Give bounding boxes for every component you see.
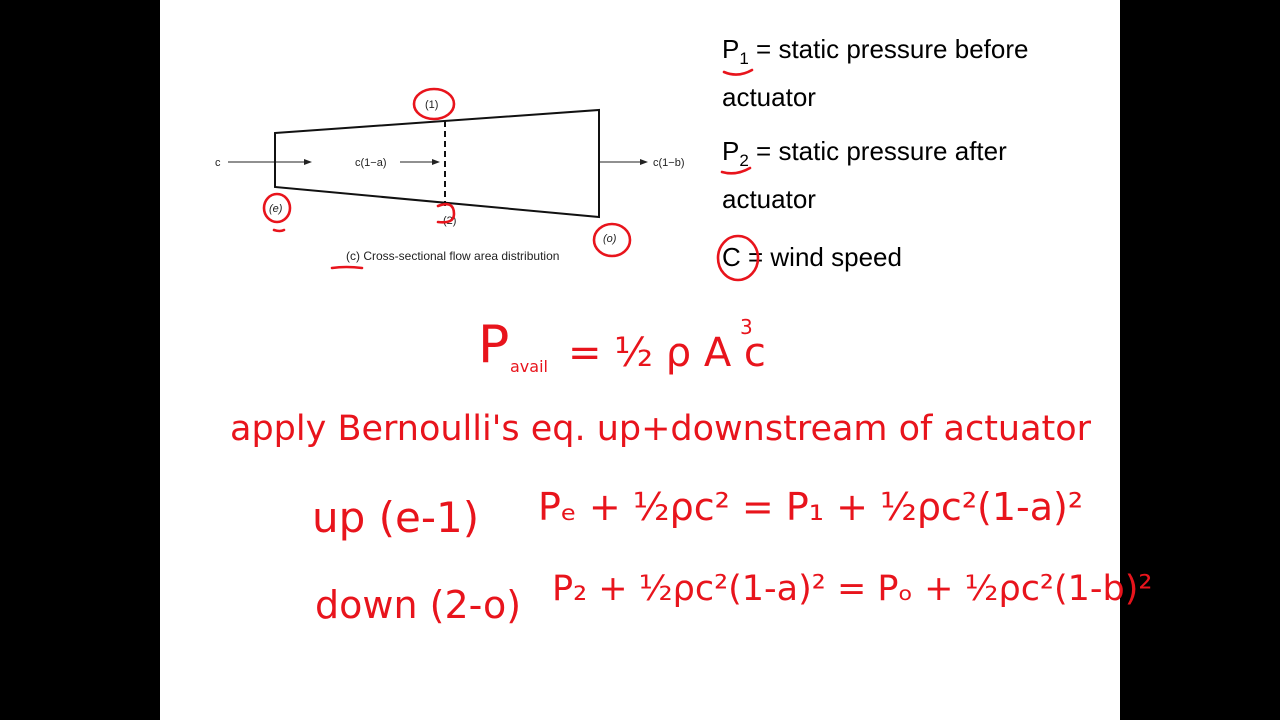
upstream-label: up (e-1) xyxy=(312,493,479,542)
handwritten-equations: P avail = ½ ρ A c 3 apply Bernoulli's eq… xyxy=(230,315,1152,627)
power-subscript: avail xyxy=(510,357,548,376)
middle-label: c(1−a) xyxy=(355,157,387,169)
p2-underline xyxy=(720,166,752,175)
annotation-circle-2 xyxy=(436,202,456,224)
definition-p1: P1 = static pressure before actuator xyxy=(722,34,1029,113)
definition-c: C = wind speed xyxy=(722,242,902,272)
station-e-label: (e) xyxy=(269,203,283,215)
annotation-circle-1 xyxy=(412,87,456,121)
downstream-equation: P₂ + ½ρc²(1-a)² = Pₒ + ½ρc²(1-b)² xyxy=(552,569,1152,609)
slide: c c(1−a) c(1−b) (1) (2) (e) (o) (c) Cros… xyxy=(160,0,1152,720)
c-circle xyxy=(716,234,760,282)
p1-underline xyxy=(722,68,754,76)
power-rhs: = ½ ρ A c xyxy=(568,330,766,376)
annotation-underline-caption xyxy=(330,265,364,270)
annotation-tick-e xyxy=(272,228,286,233)
station-o-label: (o) xyxy=(603,233,617,245)
inlet-label: c xyxy=(215,157,221,169)
duct-outline xyxy=(274,108,600,219)
station-1-label: (1) xyxy=(425,99,438,111)
power-exponent: 3 xyxy=(740,315,753,339)
definition-p2: P2 = static pressure after actuator xyxy=(722,136,1007,215)
annotation-circle-o xyxy=(592,222,632,258)
power-symbol: P xyxy=(478,315,509,375)
downstream-label: down (2-o) xyxy=(315,583,521,627)
upstream-equation: Pₑ + ½ρc² = P₁ + ½ρc²(1-a)² xyxy=(538,485,1083,529)
definition-annotations xyxy=(716,68,760,282)
bernoulli-instruction: apply Bernoulli's eq. up+downstream of a… xyxy=(230,409,1092,449)
figure-caption: (c) Cross-sectional flow area distributi… xyxy=(346,249,559,263)
flow-area-figure: c c(1−a) c(1−b) (1) (2) (e) (o) (c) Cros… xyxy=(215,87,685,270)
annotation-circle-e xyxy=(262,192,292,224)
outlet-label: c(1−b) xyxy=(653,157,685,169)
